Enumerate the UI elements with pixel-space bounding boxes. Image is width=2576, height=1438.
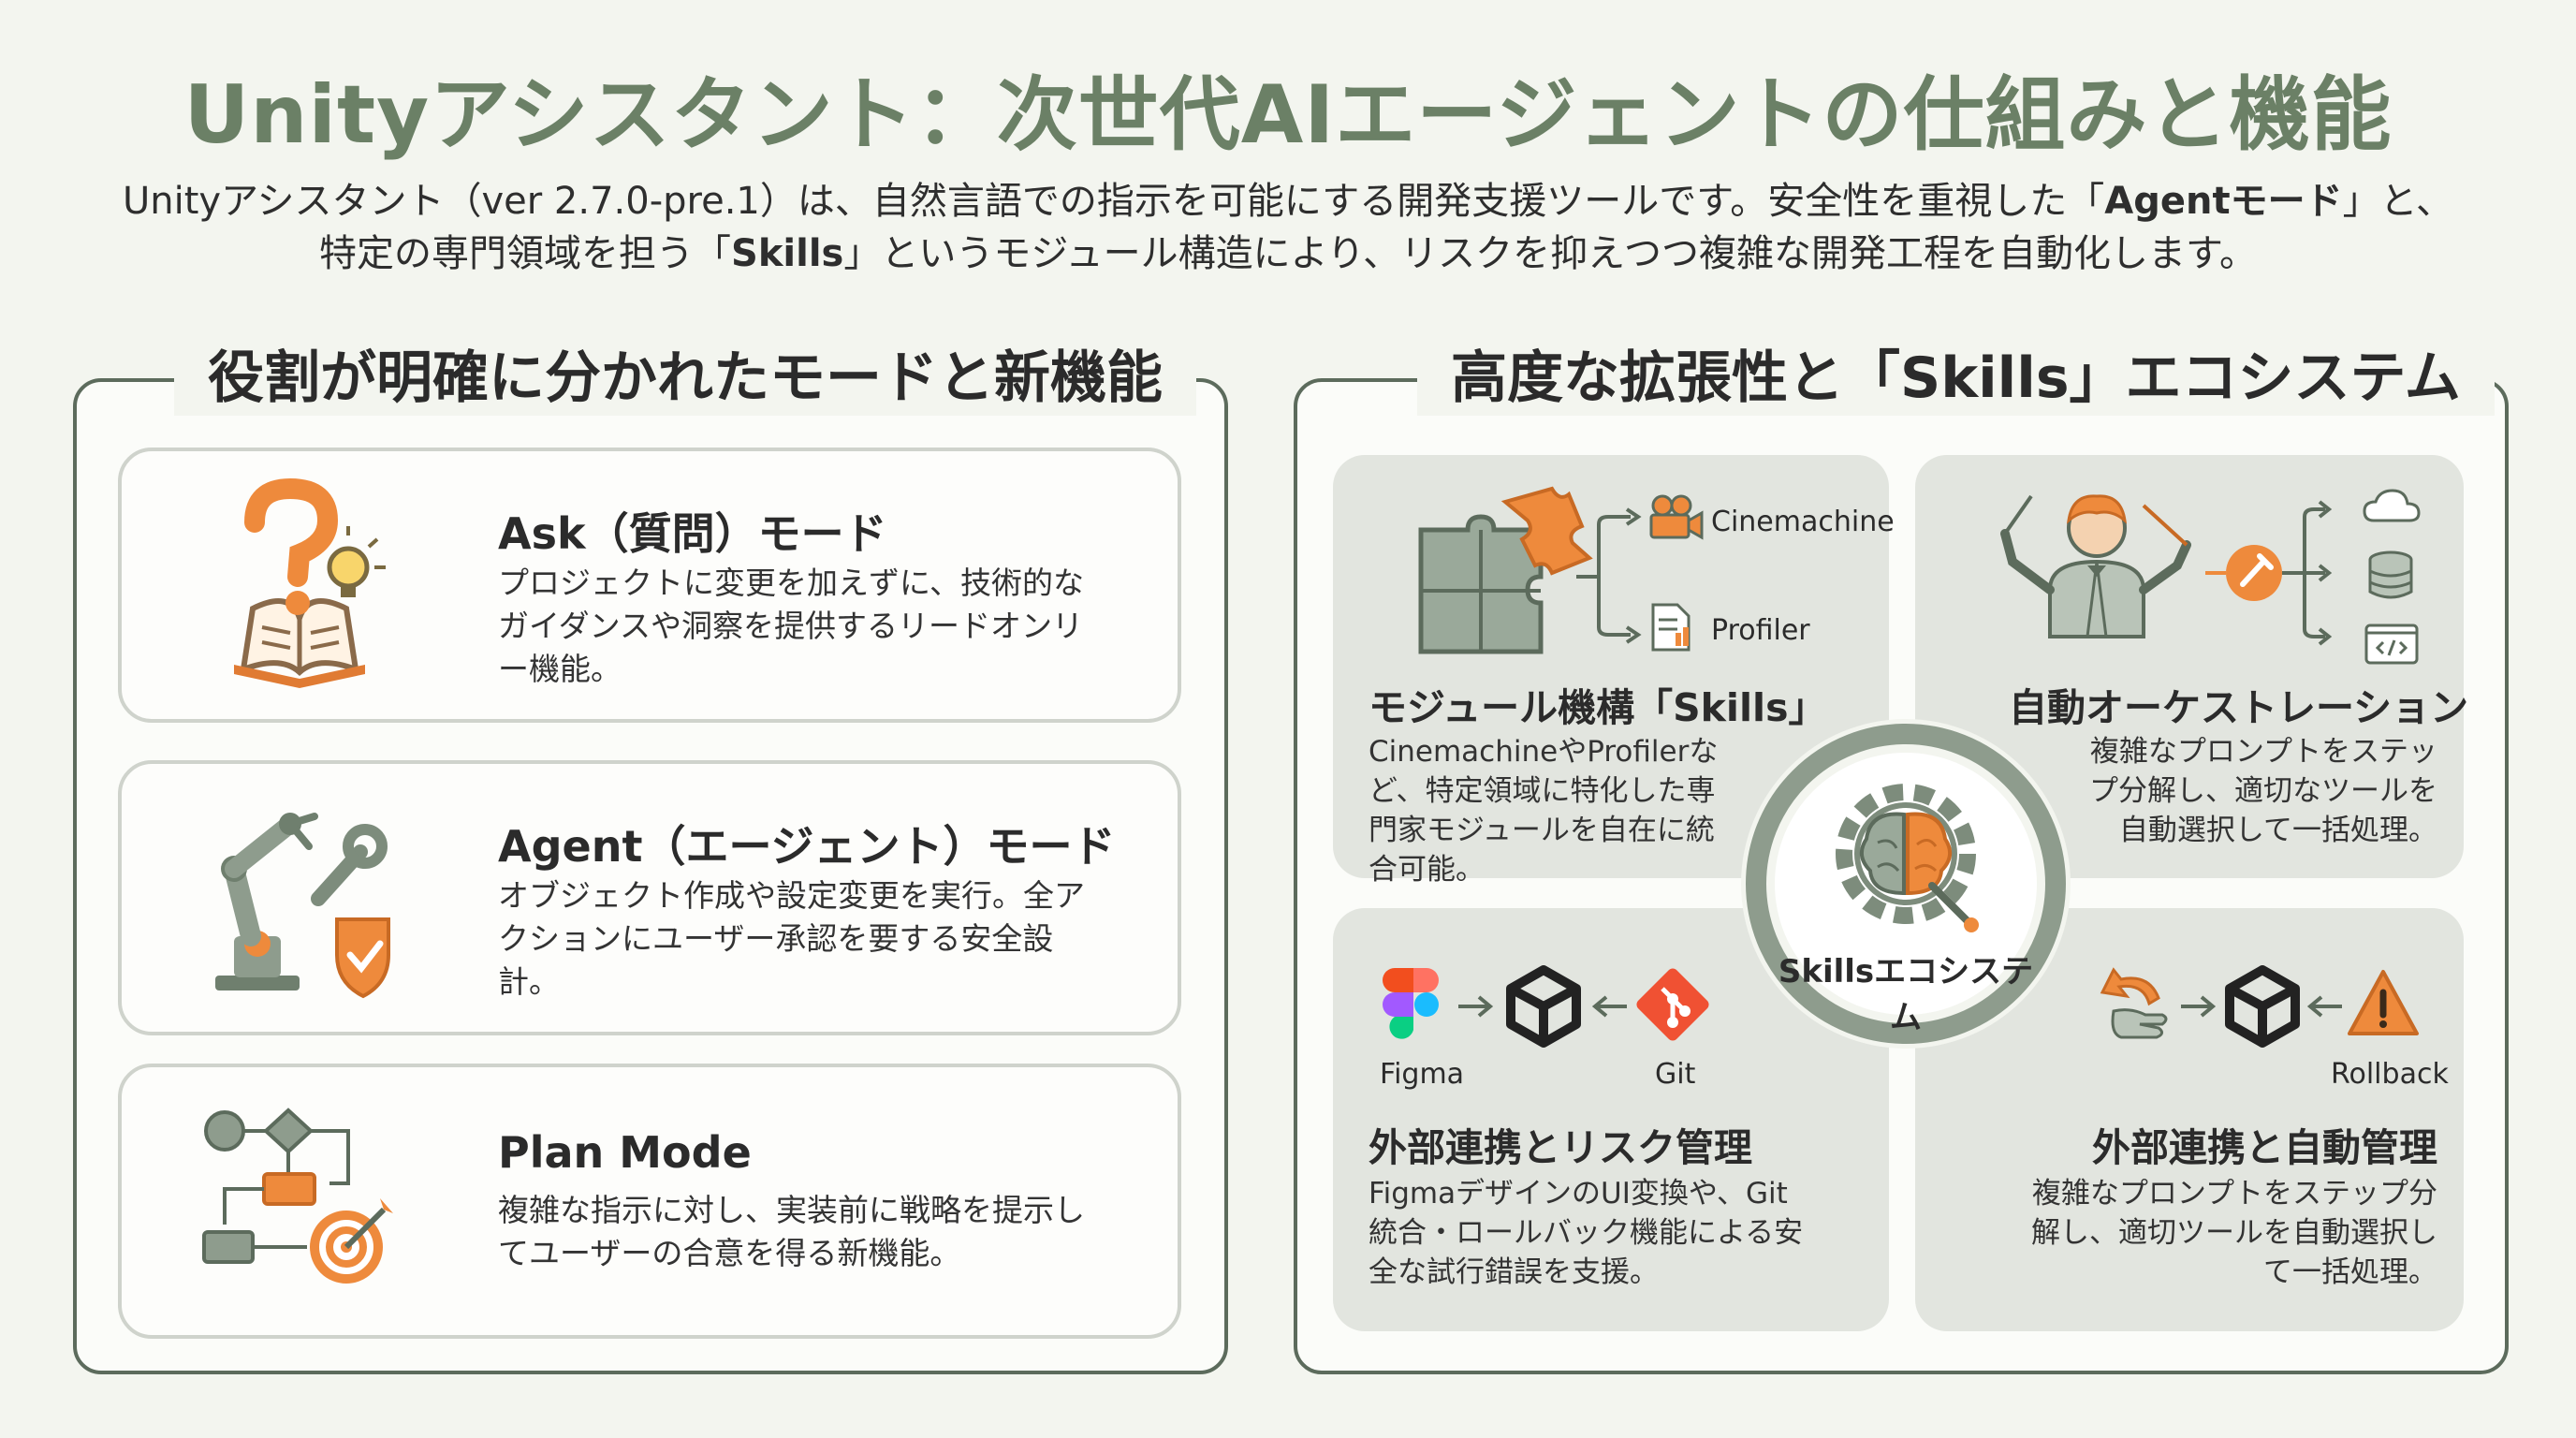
arrow-right-icon xyxy=(1456,992,1494,1020)
git-label: Git xyxy=(1655,1058,1696,1091)
conductor-icon xyxy=(1994,487,2200,638)
skills-module-title: モジュール機構「Skills」 xyxy=(1368,685,1827,730)
warning-icon xyxy=(2346,966,2421,1041)
external-risk-description: FigmaデザインのUI変換や、Git統合・ロールバック機能による安全な試行錯誤… xyxy=(1368,1177,1804,1289)
external-risk-title: 外部連携とリスク管理 xyxy=(1368,1125,1752,1170)
intro-line-1: Unityアシスタント（ver 2.7.0-pre.1）は、自然言語での指示を可… xyxy=(122,180,2453,223)
figma-label: Figma xyxy=(1380,1058,1465,1091)
rollback-label: Rollback xyxy=(2331,1058,2449,1091)
intro-line-2: 特定の専門領域を担う「Skills」というモジュール構造により、リスクを抑えつつ… xyxy=(319,232,2257,275)
book-question-icon xyxy=(197,477,402,688)
agent-mode-description: オブジェクト作成や設定変更を実行。全アクションにユーザー承認を要する安全設計。 xyxy=(498,877,1085,1000)
tool-branch-icon xyxy=(2202,487,2379,665)
puzzle-icon xyxy=(1412,483,1599,661)
external-auto-title: 外部連携と自動管理 xyxy=(2092,1125,2437,1170)
arrow-left-icon-2 xyxy=(2306,992,2344,1020)
ask-mode-title: Ask（質問）モード xyxy=(498,508,887,559)
unity-logo-icon xyxy=(1501,964,1586,1049)
unity-logo-icon-2 xyxy=(2220,964,2305,1049)
arrow-right-icon-2 xyxy=(2179,992,2217,1020)
arrow-left-icon xyxy=(1591,992,1629,1020)
camera-icon xyxy=(1647,494,1704,541)
flowchart-target-icon xyxy=(197,1093,402,1299)
skills-panel-title: 高度な拡張性と「Skills」エコシステム xyxy=(1417,341,2495,416)
figma-icon xyxy=(1383,964,1442,1049)
gear-brain-icon xyxy=(1812,777,1999,936)
plan-mode-title: Plan Mode xyxy=(498,1127,752,1178)
robot-arm-shield-icon xyxy=(197,796,402,1002)
cinemachine-label: Cinemachine xyxy=(1711,506,1895,538)
document-chart-icon xyxy=(1649,601,1696,653)
page-title: Unityアシスタント：次世代AIエージェントの仕組みと機能 xyxy=(183,68,2393,162)
external-auto-description: 複雑なプロンプトをステップ分解し、適切ツールを自動選択して一括処理。 xyxy=(2031,1177,2437,1289)
orchestration-description: 複雑なプロンプトをステップ分解し、適切なツールを自動選択して一括処理。 xyxy=(2089,735,2437,847)
plan-mode-description: 複雑な指示に対し、実装前に戦略を提示してユーザーの合意を得る新機能。 xyxy=(498,1192,1085,1271)
modes-panel-title: 役割が明確に分かれたモードと新機能 xyxy=(174,341,1196,416)
skills-module-description: CinemachineやProfilerなど、特定領域に特化した専門家モジュール… xyxy=(1368,735,1719,887)
skills-ecosystem-label: Skillsエコシステム xyxy=(1778,953,2034,1036)
branch-arrows-icon xyxy=(1571,496,1646,655)
orchestration-title: 自動オーケストレーション xyxy=(2009,685,2469,730)
git-icon xyxy=(1632,964,1713,1045)
agent-mode-title: Agent（エージェント）モード xyxy=(498,821,1116,872)
profiler-label: Profiler xyxy=(1711,614,1810,647)
ask-mode-description: プロジェクトに変更を加えずに、技術的なガイダンスや洞察を提供するリードオンリー機… xyxy=(498,565,1085,687)
cloud-database-code-icons xyxy=(2361,487,2426,674)
undo-hand-icon xyxy=(2093,961,2177,1045)
